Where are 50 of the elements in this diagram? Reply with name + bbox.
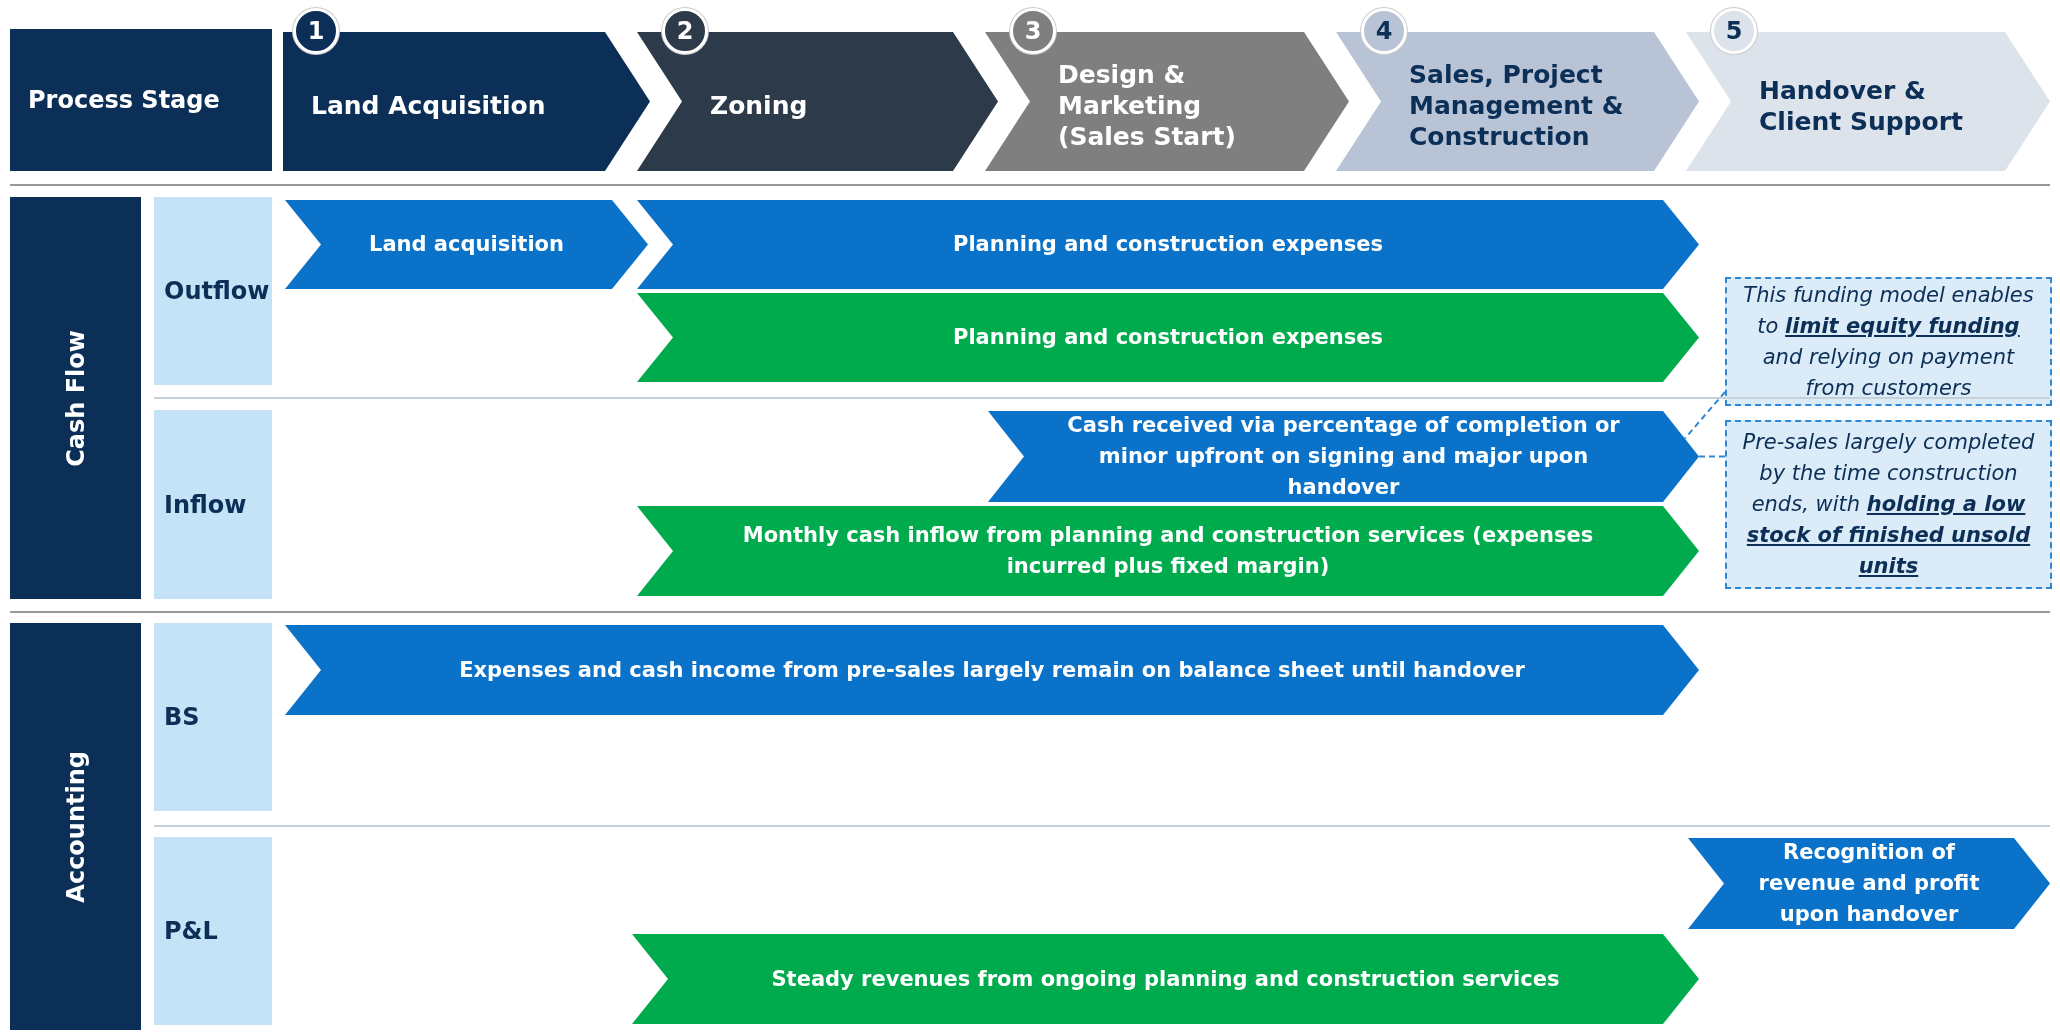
stage-title: Design & Marketing (Sales Start) [1057,59,1237,152]
bar-label: Recognition of revenue and profit upon handover [1757,839,1981,928]
row-label: P&L [163,916,219,947]
section-band [10,623,141,1030]
section-band [10,197,141,599]
row-label-panel [154,837,272,1025]
stage-title: Land Acquisition [310,90,547,121]
leader-line [1698,455,1726,458]
row-label-panel [154,623,272,811]
row-label: Inflow [163,489,248,521]
section-title: Cash Flow [61,329,90,467]
bar-label: Cash received via percentage of completion or minor upfront on signing and major upon handover [1066,412,1621,501]
step-number-badge: 3 [1010,8,1056,54]
activity-bar [285,200,648,289]
activity-bar [285,625,1699,715]
activity-bar [637,293,1699,382]
stage-title: Sales, Project Management & Construction [1408,59,1625,152]
bar-label: Planning and construction expenses [952,324,1384,351]
step-number-badge: 2 [662,8,708,54]
stage-banner [985,8,1349,171]
activity-bar [1688,838,2050,929]
section-title: Accounting [61,750,90,903]
bar-label: Monthly cash inflow from planning and construction services (expenses incurred plus fixed margin) [741,522,1595,580]
stage-banner [1336,8,1699,171]
row-label-panel [154,410,272,599]
stage-title: Zoning [709,90,809,121]
bar-label: Land acquisition [368,231,565,258]
callout-note [1725,420,2052,589]
note-text: This funding model enables to limit equity funding and relying on payment from customers [1742,281,2035,402]
step-number-badge: 5 [1711,8,1757,54]
activity-bar [988,411,1699,502]
row-label: BS [163,702,201,733]
header-box [10,29,272,171]
note-text: Pre-sales largely completed by the time construction ends, with holding a low stock of finished unsold units [1741,429,2036,580]
stage-title: Handover & Client Support [1758,74,1964,137]
step-number-badge: 4 [1361,8,1407,54]
stage-banner [637,8,998,171]
header-label: Process Stage [27,85,221,116]
bar-label: Planning and construction expenses [952,231,1384,258]
stage-banner [1686,8,2050,171]
activity-bar [637,506,1699,596]
bar-label: Steady revenues from ongoing planning and construction services [770,965,1561,993]
row-label: Outflow [163,276,271,307]
leader-line [1684,391,1726,440]
bar-label: Expenses and cash income from pre-sales largely remain on balance sheet until handover [458,656,1526,684]
activity-bar [632,934,1699,1024]
step-number-badge: 1 [293,8,339,54]
callout-note [1725,277,2052,406]
stage-banner [283,8,650,171]
row-label-panel [154,197,272,385]
